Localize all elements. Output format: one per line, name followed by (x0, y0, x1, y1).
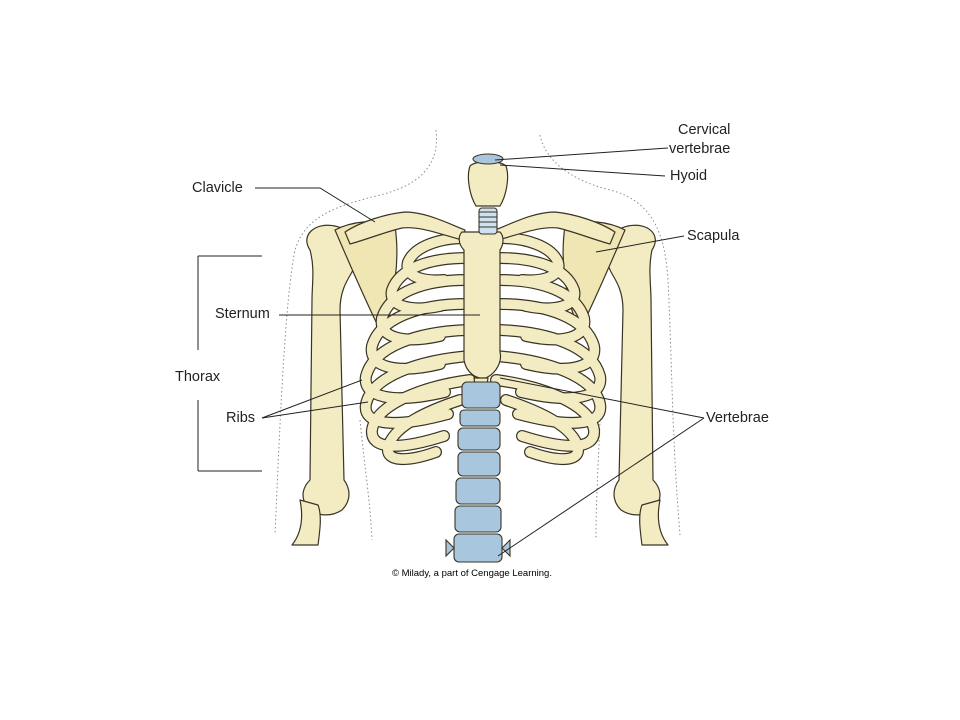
copyright-credit: © Milady, a part of Cengage Learning. (392, 568, 552, 579)
label-scapula: Scapula (687, 228, 740, 244)
sternum (458, 231, 504, 393)
label-sternum: Sternum (215, 306, 270, 322)
label-cervical-line1: Cervical (678, 122, 730, 138)
rib-cage (359, 232, 607, 466)
cervical-vertebrae (467, 153, 509, 235)
label-cervical-line2: vertebrae (669, 141, 730, 157)
left-humerus (291, 224, 358, 546)
label-hyoid: Hyoid (670, 168, 707, 184)
body-silhouette (274, 129, 681, 541)
label-thorax: Thorax (175, 369, 221, 385)
label-vertebrae: Vertebrae (706, 410, 769, 426)
right-humerus (605, 224, 669, 546)
vertebral-column (445, 381, 511, 563)
label-clavicle: Clavicle (192, 180, 243, 196)
leader-lines (197, 147, 705, 557)
labels: Cervical vertebrae Hyoid Clavicle Scapul… (175, 122, 769, 579)
label-ribs: Ribs (226, 410, 255, 426)
